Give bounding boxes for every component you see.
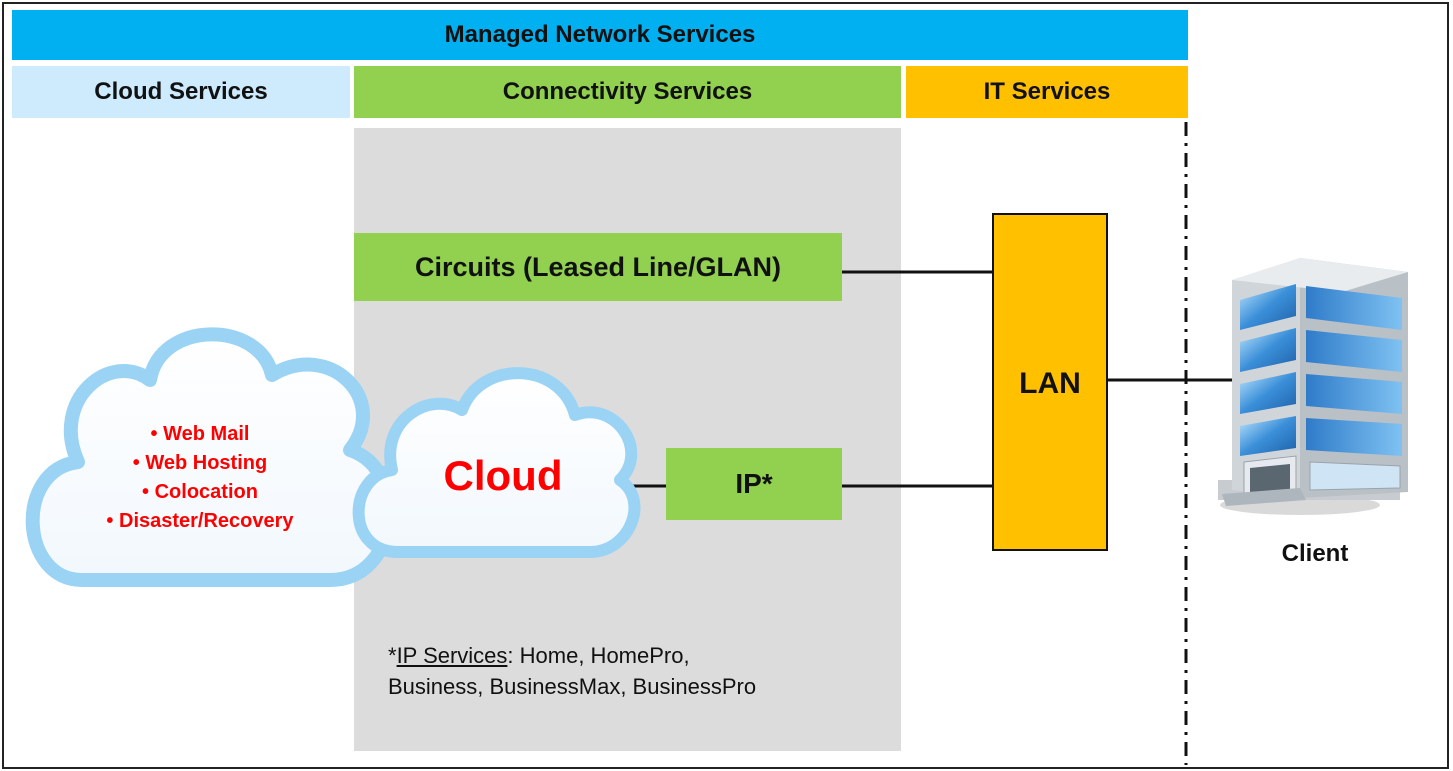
list-item: • Web Mail — [150, 423, 250, 445]
cloud-services-list: • Web Mail • Web Hosting • Colocation • … — [60, 420, 340, 536]
ip-box: IP* — [666, 448, 842, 520]
list-item: • Web Hosting — [132, 452, 268, 474]
ip-services-note: *IP Services: Home, HomePro, Business, B… — [388, 640, 756, 702]
lan-box: LAN — [992, 213, 1108, 551]
circuits-box: Circuits (Leased Line/GLAN) — [354, 233, 842, 301]
cloud-services-header: Cloud Services — [12, 66, 350, 118]
connectivity-cloud-icon — [352, 367, 641, 558]
managed-network-services-header: Managed Network Services — [12, 10, 1188, 60]
list-item: • Colocation — [142, 481, 258, 503]
client-label: Client — [1281, 540, 1349, 567]
connectivity-services-header: Connectivity Services — [354, 66, 901, 118]
ip-note-line-1: *IP Services: Home, HomePro, — [388, 643, 690, 668]
cloud-label: Cloud — [443, 452, 563, 499]
office-building-icon — [1218, 258, 1408, 515]
it-services-header: IT Services — [906, 66, 1188, 118]
ip-services-label: IP Services — [396, 643, 508, 668]
list-item: • Disaster/Recovery — [106, 510, 294, 532]
ip-note-line-2: Business, BusinessMax, BusinessPro — [388, 674, 757, 699]
